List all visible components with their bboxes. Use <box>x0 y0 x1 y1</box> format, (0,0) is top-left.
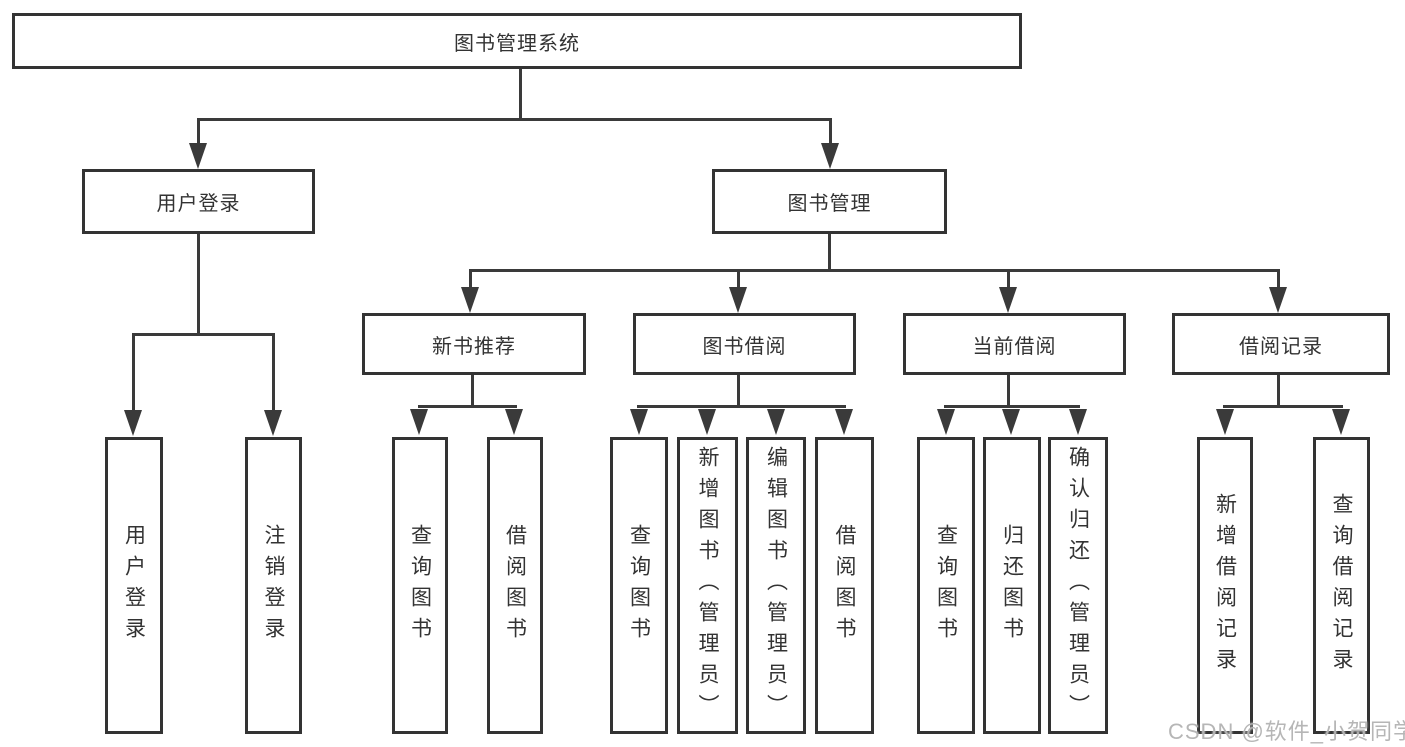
node-label: 图书借阅 <box>702 335 787 358</box>
arrowhead-book-mgmt <box>821 143 839 169</box>
connector-user-login-stub <box>197 234 200 336</box>
connector-root-stub <box>519 68 522 120</box>
leaf-bb-edit-books-admin: 编辑图书（管理员） <box>746 437 806 734</box>
connector-arm-leaf-logout <box>272 333 275 413</box>
connector-book-borrow-stub <box>737 374 740 408</box>
arrowhead-new-books <box>461 287 479 313</box>
connector-book-mgmt-stub <box>828 234 831 272</box>
arrowhead-bb-edit <box>767 409 785 435</box>
node-book-management: 图书管理 <box>712 169 947 234</box>
connector-arm-leaf-user-login <box>132 333 135 413</box>
leaf-logout-login: 注销登录 <box>245 437 302 734</box>
leaf-bb-borrow-books: 借阅图书 <box>815 437 874 734</box>
connector-book-borrow-branch <box>637 405 846 408</box>
node-label: 图书管理系统 <box>454 32 580 55</box>
leaf-bb-query-books: 查询图书 <box>610 437 668 734</box>
arrowhead-bb-query <box>630 409 648 435</box>
arrowhead-br-add <box>1216 409 1234 435</box>
leaf-label: 用户登录 <box>122 523 146 648</box>
connector-drop-user-login <box>197 118 200 150</box>
node-label: 图书管理 <box>787 193 872 215</box>
connector-user-login-branch <box>132 333 275 336</box>
node-label: 用户登录 <box>156 193 241 215</box>
leaf-br-add-record: 新增借阅记录 <box>1197 437 1253 734</box>
node-label: 借阅记录 <box>1239 335 1323 358</box>
arrowhead-bb-add <box>698 409 716 435</box>
node-borrowing-records: 借阅记录 <box>1172 313 1390 375</box>
connector-drop-current-borrow <box>1007 269 1010 293</box>
arrowhead-cb-query <box>937 409 955 435</box>
leaf-label: 查询图书 <box>934 523 958 648</box>
arrowhead-nb-query <box>410 409 428 435</box>
connector-drop-book-borrow <box>737 269 740 293</box>
node-label: 当前借阅 <box>972 335 1057 358</box>
leaf-nb-query-books: 查询图书 <box>392 437 448 734</box>
connector-drop-book-mgmt <box>829 118 832 150</box>
arrowhead-current-borrow <box>999 287 1017 313</box>
leaf-user-login: 用户登录 <box>105 437 163 734</box>
connector-new-books-branch <box>418 405 517 408</box>
connector-drop-new-books <box>469 269 472 293</box>
node-book-borrowing: 图书借阅 <box>633 313 856 375</box>
arrowhead-br-query <box>1332 409 1350 435</box>
csdn-watermark: CSDN @软件_小贺同学 <box>1168 719 1405 744</box>
leaf-label: 新增图书（管理员） <box>696 446 719 725</box>
arrowhead-cb-return <box>1002 409 1020 435</box>
arrowhead-leaf-user-login <box>124 410 142 436</box>
arrowhead-cb-confirm <box>1069 409 1087 435</box>
connector-new-books-stub <box>471 374 474 408</box>
arrowhead-leaf-logout <box>264 410 282 436</box>
node-library-management-system: 图书管理系统 <box>12 13 1022 69</box>
leaf-cb-query-books: 查询图书 <box>917 437 975 734</box>
connector-current-borrow-branch <box>944 405 1080 408</box>
leaf-label: 归还图书 <box>1000 523 1024 648</box>
leaf-label: 借阅图书 <box>833 523 856 648</box>
leaf-label: 确认归还（管理员） <box>1066 446 1090 725</box>
arrowhead-bb-borrow <box>835 409 853 435</box>
leaf-label: 编辑图书（管理员） <box>764 446 788 725</box>
connector-borrow-records-stub <box>1277 374 1280 408</box>
leaf-label: 借阅图书 <box>503 523 527 648</box>
leaf-bb-add-books-admin: 新增图书（管理员） <box>677 437 738 734</box>
leaf-label: 查询图书 <box>627 523 651 648</box>
arrowhead-book-borrow <box>729 287 747 313</box>
leaf-br-query-record: 查询借阅记录 <box>1313 437 1370 734</box>
arrowhead-user-login <box>189 143 207 169</box>
node-new-book-recommend: 新书推荐 <box>362 313 586 375</box>
node-label: 新书推荐 <box>432 335 516 358</box>
connector-current-borrow-stub <box>1007 374 1010 408</box>
leaf-nb-borrow-books: 借阅图书 <box>487 437 543 734</box>
leaf-cb-return-books: 归还图书 <box>983 437 1041 734</box>
arrowhead-nb-borrow <box>505 409 523 435</box>
node-current-borrowing: 当前借阅 <box>903 313 1126 375</box>
connector-drop-borrow-records <box>1277 269 1280 293</box>
arrowhead-borrow-records <box>1269 287 1287 313</box>
leaf-label: 查询借阅记录 <box>1330 492 1353 679</box>
connector-root-branch <box>197 118 832 121</box>
leaf-label: 查询图书 <box>408 523 432 648</box>
node-user-login: 用户登录 <box>82 169 315 234</box>
leaf-label: 新增借阅记录 <box>1213 492 1237 679</box>
connector-borrow-records-branch <box>1223 405 1343 408</box>
leaf-cb-confirm-return-admin: 确认归还（管理员） <box>1048 437 1108 734</box>
leaf-label: 注销登录 <box>262 523 285 648</box>
connector-book-mgmt-branch <box>469 269 1280 272</box>
